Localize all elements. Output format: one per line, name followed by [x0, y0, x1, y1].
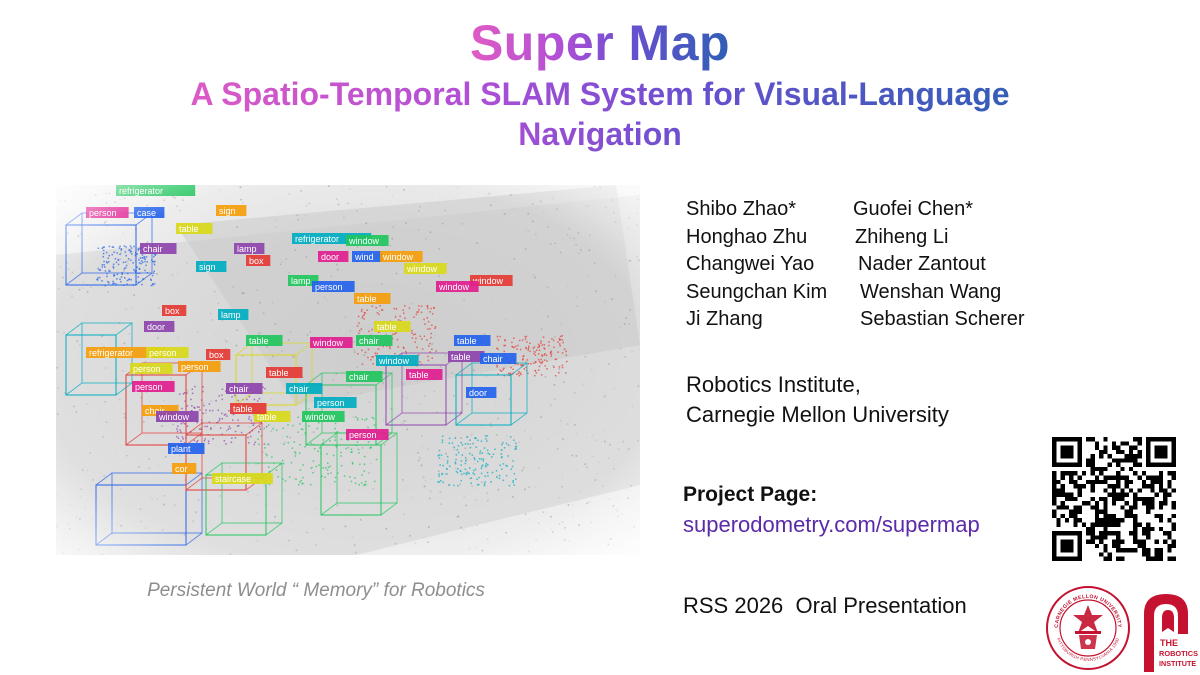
svg-text:ROBOTICS: ROBOTICS	[1159, 649, 1198, 658]
edge-fade	[56, 185, 640, 555]
author-name: Seungchan Kim	[686, 280, 828, 303]
semantic-map-figure: refrigeratorpersoncasesigntableboxlampre…	[56, 185, 640, 555]
subtitle: A Spatio-Temporal SLAM System for Visual…	[160, 74, 1040, 154]
affiliation: Robotics Institute, Carnegie Mellon Univ…	[686, 370, 949, 430]
affiliation-line-2: Carnegie Mellon University	[686, 402, 949, 427]
title-block: Super Map A Spatio-Temporal SLAM System …	[0, 14, 1200, 154]
author-name: Honghao Zhu	[686, 225, 808, 248]
author-row: Ji Zhang Sebastian Scherer	[686, 308, 1106, 336]
robotics-institute-logo-icon: THE ROBOTICS INSTITUTE	[1144, 594, 1198, 672]
author-name: Nader Zantout	[858, 253, 986, 275]
project-page-heading: Project Page:	[683, 483, 818, 506]
figure-caption: Persistent World “ Memory” for Robotics	[147, 580, 485, 601]
svg-text:INSTITUTE: INSTITUTE	[1159, 659, 1196, 668]
author-name: Changwei Yao	[686, 253, 815, 275]
project-page-link[interactable]: superodometry.com/supermap	[683, 512, 980, 537]
author-name: Ji Zhang	[686, 308, 763, 330]
author-list: Shibo Zhao* Guofei Chen* Honghao Zhu Zhihen…	[686, 198, 1106, 336]
semantic-map-image: refrigeratorpersoncasesigntableboxlampre…	[56, 185, 640, 555]
author-row: Honghao Zhu Zhiheng Li	[686, 226, 1106, 254]
author-row: Seungchan Kim Wenshan Wang	[686, 281, 1106, 309]
author-name: Zhiheng Li	[855, 225, 949, 248]
affiliation-line-1: Robotics Institute,	[686, 372, 861, 397]
author-name: Sebastian Scherer	[860, 308, 1025, 330]
author-name: Guofei Chen*	[853, 198, 974, 220]
svg-text:THE: THE	[1160, 638, 1178, 648]
author-row: Shibo Zhao* Guofei Chen*	[686, 198, 1106, 226]
venue-text: RSS 2026 Oral Presentation	[683, 593, 967, 618]
main-title: Super Map	[469, 15, 731, 71]
author-name: Shibo Zhao*	[686, 198, 797, 220]
cmu-seal-icon: CARNEGIE MELLON UNIVERSITY PITTSBURGH PE…	[1046, 586, 1130, 670]
qr-code-icon[interactable]	[1052, 437, 1176, 561]
author-row: Changwei Yao Nader Zantout	[686, 253, 1106, 281]
author-name: Wenshan Wang	[860, 280, 1002, 303]
